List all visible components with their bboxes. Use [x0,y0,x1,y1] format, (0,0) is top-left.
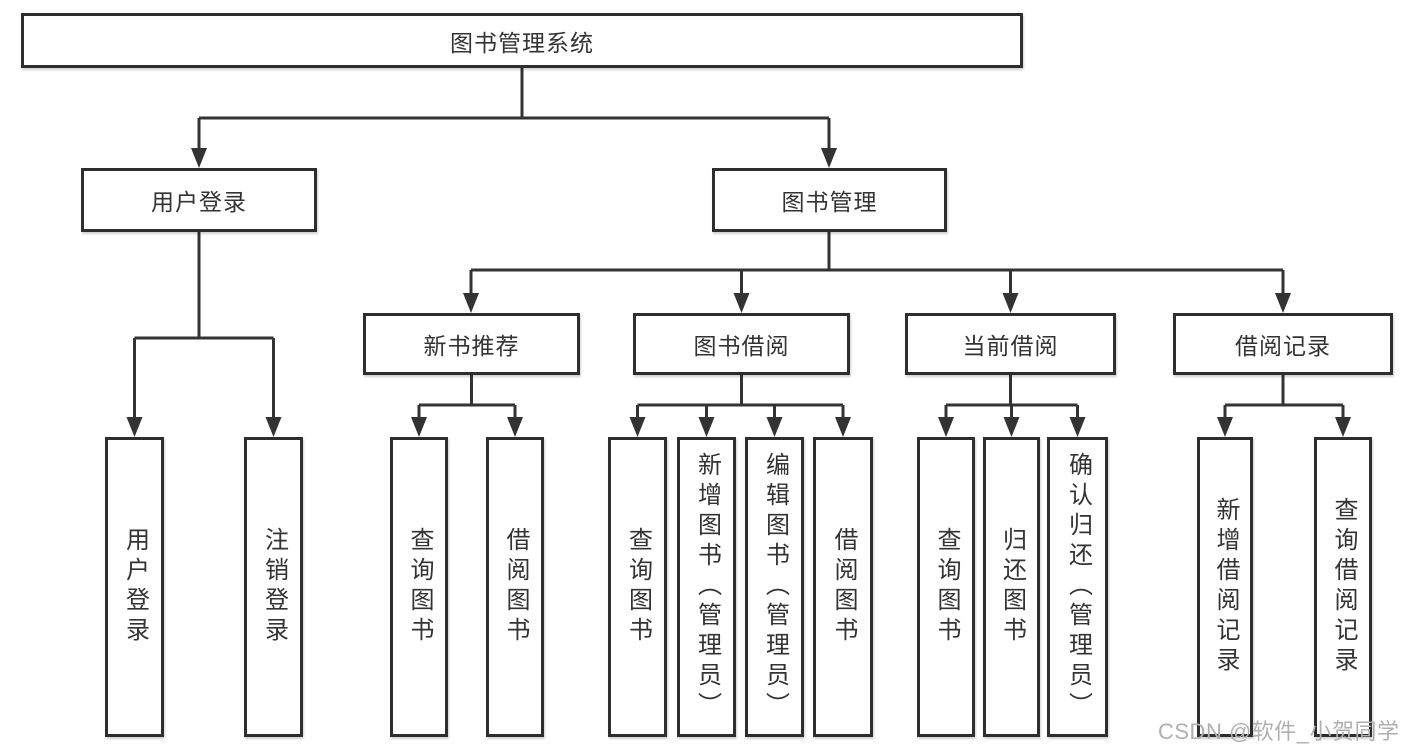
arrowhead [1069,417,1086,437]
arrowhead [191,148,207,168]
leaf-query-books-current: 查询图书 [917,437,975,737]
csdn-watermark: CSDN @软件_小贺同学 [1158,719,1400,744]
arrowhead [265,417,282,437]
arrowhead [411,417,427,437]
arrowhead [463,293,479,313]
arrowhead [835,417,851,437]
arrowhead [733,293,750,313]
node-borrow-records: 借阅记录 [1173,313,1393,375]
arrowhead [698,417,715,437]
leaf-query-books-recommend: 查询图书 [390,437,448,737]
node-user-login: 用户登录 [81,168,317,232]
leaf-confirm-return-admin: 确认归还（管理员） [1047,437,1108,737]
leaf-add-borrow-record: 新增借阅记录 [1197,437,1253,737]
leaf-user-login: 用户登录 [105,437,164,737]
arrowhead [629,417,646,437]
arrowhead [1275,293,1291,313]
leaf-borrow-books: 借阅图书 [813,437,873,737]
node-book-borrow: 图书借阅 [633,313,850,375]
leaf-edit-books-admin: 编辑图书（管理员） [745,437,804,737]
arrowhead [938,417,954,437]
leaf-add-books-admin: 新增图书（管理员） [677,437,736,737]
leaf-logout: 注销登录 [244,437,303,737]
arrowhead [1002,293,1019,313]
arrowhead [821,148,837,168]
leaf-query-borrow-record: 查询借阅记录 [1314,437,1372,737]
node-current-borrow: 当前借阅 [905,313,1116,375]
arrowhead [1335,417,1351,437]
arrowhead [507,417,523,437]
node-root: 图书管理系统 [21,13,1023,68]
arrowhead [1217,417,1233,437]
arrowhead [766,417,783,437]
leaf-return-books: 归还图书 [983,437,1040,737]
node-book-management: 图书管理 [712,168,947,232]
arrowhead [126,417,143,437]
arrowhead [1003,417,1020,437]
node-new-book-recommend: 新书推荐 [363,313,580,375]
leaf-borrow-books-recommend: 借阅图书 [486,437,544,737]
leaf-query-books-borrow: 查询图书 [608,437,667,737]
